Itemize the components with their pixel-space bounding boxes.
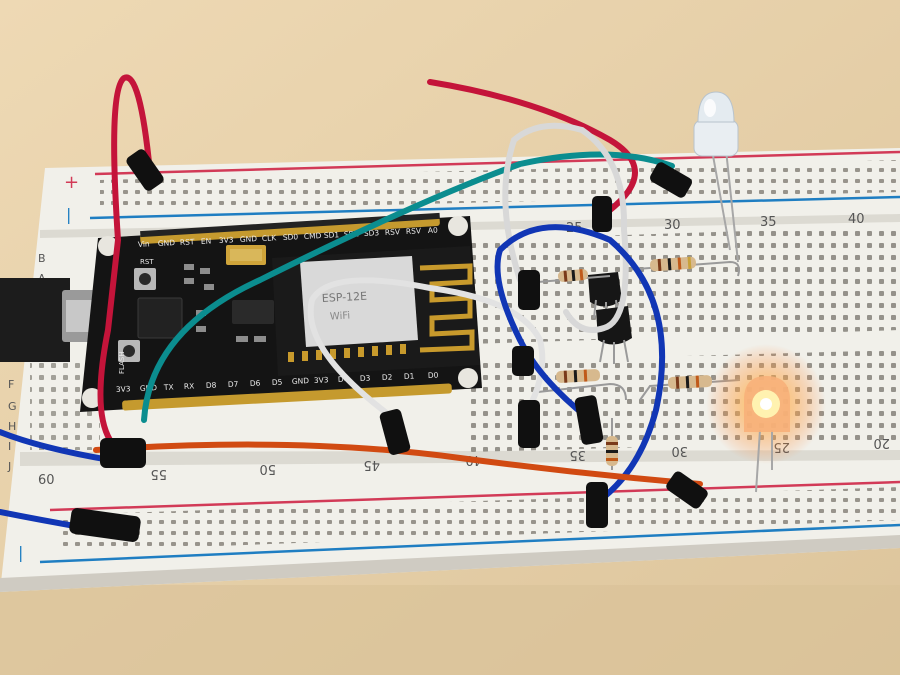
esp-brand: WiFi bbox=[330, 311, 351, 323]
pin-label: D4 bbox=[338, 374, 349, 384]
wire-blue-left bbox=[0, 429, 113, 463]
top-rail-minus-label: | bbox=[66, 205, 71, 224]
nodemcu-board: ESP-12E WiFi RST bbox=[80, 212, 482, 412]
pin-label: D8 bbox=[206, 380, 217, 390]
pin-label: D0 bbox=[428, 370, 439, 380]
pin-label: GND bbox=[292, 376, 310, 386]
esp-label: ESP-12E bbox=[322, 290, 368, 305]
pin-label: A0 bbox=[428, 225, 439, 235]
pin-label: D2 bbox=[382, 372, 393, 382]
pin-label: 3V3 bbox=[219, 235, 234, 245]
resistor bbox=[639, 375, 741, 401]
col-number-45: 45 bbox=[363, 457, 380, 472]
resistor bbox=[606, 418, 618, 470]
wire-white-mid bbox=[307, 277, 546, 423]
col-number-30: 30 bbox=[671, 443, 688, 458]
pin-label: RX bbox=[184, 381, 195, 391]
pin-label: 3V3 bbox=[314, 375, 329, 385]
row-letter: H bbox=[8, 420, 16, 433]
jumper-end bbox=[126, 149, 164, 191]
pin-label: D3 bbox=[360, 373, 371, 383]
bottom-rail-minus-label: | bbox=[18, 543, 23, 562]
jumper-end bbox=[100, 438, 146, 468]
pin-label: CMD bbox=[304, 231, 322, 241]
wire-red-top bbox=[427, 79, 638, 213]
usb-serial-chip bbox=[137, 297, 183, 339]
row-letter: B bbox=[38, 252, 46, 265]
wire-orange bbox=[93, 441, 703, 487]
jumper-end bbox=[592, 196, 612, 232]
pin-label: D1 bbox=[404, 371, 415, 381]
pin-label: SD0 bbox=[283, 232, 299, 242]
pin-label: GND bbox=[240, 234, 258, 244]
flash-label: FLASH bbox=[118, 351, 126, 374]
jumper-end bbox=[512, 346, 534, 376]
col-number-30: 30 bbox=[664, 218, 681, 233]
rst-label: RST bbox=[140, 258, 154, 266]
col-number-55: 55 bbox=[150, 466, 167, 481]
pin-label: RSV bbox=[406, 226, 422, 236]
pin-label: D6 bbox=[250, 378, 261, 388]
pin-label: TX bbox=[163, 383, 174, 393]
pin-label: Vin bbox=[138, 239, 151, 249]
jumper-end bbox=[586, 482, 608, 528]
row-letter: I bbox=[8, 440, 11, 453]
col-number-40: 40 bbox=[848, 212, 865, 227]
bottom-rail-red-line bbox=[49, 480, 900, 512]
row-letter: G bbox=[8, 400, 17, 413]
jumper-end bbox=[518, 270, 540, 310]
transistor bbox=[596, 306, 632, 364]
resistor bbox=[537, 369, 627, 401]
top-rail-blue-line bbox=[89, 195, 900, 220]
top-rail-plus-label: + bbox=[64, 172, 79, 193]
led-clear bbox=[693, 91, 739, 263]
jumper-end bbox=[379, 409, 411, 455]
pin-label: EN bbox=[201, 236, 212, 246]
col-number-50: 50 bbox=[259, 461, 276, 476]
upper-terminal-holes bbox=[470, 226, 900, 344]
col-number-35: 35 bbox=[569, 447, 586, 462]
jumper-end bbox=[518, 400, 540, 448]
jumper-end bbox=[650, 162, 692, 198]
pin-label: SD1 bbox=[324, 230, 340, 240]
antenna-trace bbox=[419, 263, 475, 353]
col-number-60: 60 bbox=[38, 473, 55, 488]
pin-label: CLK bbox=[262, 233, 278, 243]
jumper-end bbox=[666, 471, 708, 509]
row-letter: F bbox=[8, 378, 14, 391]
wire-teal bbox=[141, 151, 675, 423]
pin-label: RSV bbox=[385, 227, 401, 237]
resistor bbox=[623, 256, 740, 277]
usb-cable bbox=[0, 278, 70, 362]
pin-label: GND bbox=[158, 238, 176, 248]
bottom-rail-blue-line bbox=[39, 523, 900, 564]
pin-label: D7 bbox=[228, 379, 239, 389]
top-rail-holes bbox=[100, 160, 900, 212]
pin-label: D5 bbox=[272, 377, 283, 387]
led-lit bbox=[706, 344, 826, 493]
jumper-end bbox=[574, 395, 604, 445]
resistor bbox=[537, 269, 611, 283]
jumper-end bbox=[69, 508, 141, 542]
pin-label: SD3 bbox=[364, 228, 380, 238]
wire-white-top bbox=[502, 122, 629, 333]
wire-blue-loop bbox=[494, 224, 666, 503]
lower-left-holes bbox=[30, 360, 100, 450]
col-number-20: 20 bbox=[873, 435, 890, 450]
wire-red-left bbox=[97, 74, 153, 443]
col-number-35: 35 bbox=[760, 215, 777, 230]
top-rail-red-line bbox=[94, 150, 900, 176]
pin-label: 3V3 bbox=[116, 384, 131, 394]
row-letter: J bbox=[7, 460, 11, 473]
pin-label: RST bbox=[180, 237, 195, 247]
esp-module: ESP-12E WiFi bbox=[272, 246, 480, 376]
